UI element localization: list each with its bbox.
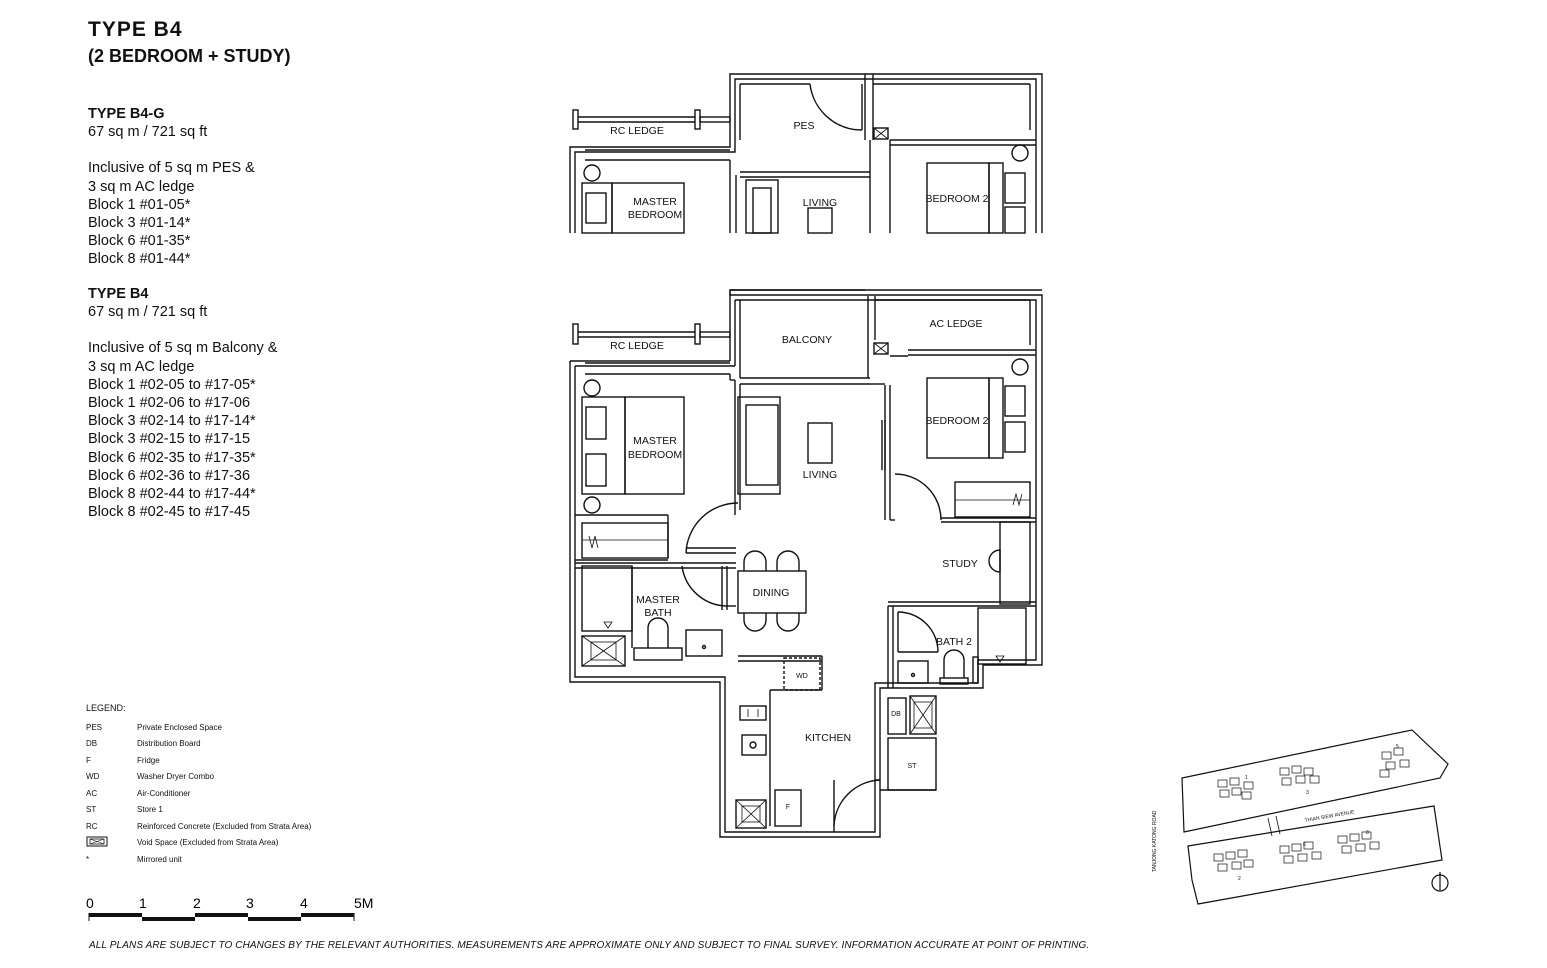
scale-tick-label: 1 <box>139 895 147 911</box>
room-label: DINING <box>753 587 790 599</box>
block-number: 1 <box>1245 775 1248 781</box>
site-plan: THIAN SIEW AVENUE TANJONG KATONG ROAD 1 … <box>1152 729 1449 905</box>
room-label: BATH 2 <box>936 636 972 648</box>
variant-line: Block 6 #01-35* <box>88 233 191 250</box>
room-label: KITCHEN <box>805 732 851 744</box>
scale-segment <box>248 917 301 921</box>
room-label: BEDROOM <box>628 449 682 461</box>
variant-line: Block 1 #01-05* <box>88 196 191 213</box>
variant-line: Block 3 #02-14 to #17-14* <box>88 413 256 430</box>
room-label: BEDROOM 2 <box>925 193 988 205</box>
scale-segment <box>301 913 354 917</box>
variant-line: Block 6 #02-36 to #17-36 <box>88 467 251 484</box>
legend-heading: LEGEND: <box>86 703 126 713</box>
page-subtitle: (2 BEDROOM + STUDY) <box>88 46 291 66</box>
room-label: F <box>786 804 790 811</box>
room-label: RC LEDGE <box>610 125 664 137</box>
room-label: RC LEDGE <box>610 340 664 352</box>
page-title: TYPE B4 <box>88 18 183 41</box>
scale-segment <box>89 913 142 917</box>
block-number: 3 <box>1306 790 1309 796</box>
disclaimer: ALL PLANS ARE SUBJECT TO CHANGES BY THE … <box>89 940 1090 951</box>
scale-tick-label: 2 <box>193 895 201 911</box>
variant-area: 67 sq m / 721 sq ft <box>88 304 208 321</box>
plan-b4g <box>569 73 1043 234</box>
room-label: STUDY <box>942 558 978 570</box>
room-label: WD <box>796 673 808 680</box>
variant-line: Block 3 #01-14* <box>88 215 191 232</box>
variant-line: Block 3 #02-15 to #17-15 <box>88 431 251 448</box>
legend-row: *Mirrored unit <box>86 854 182 864</box>
void-space-icon <box>86 836 108 847</box>
block-number: 6 <box>1303 842 1306 848</box>
room-label: MASTER <box>633 196 677 208</box>
room-label: ST <box>908 763 918 770</box>
block-number: 5 <box>1396 744 1399 750</box>
legend-row: Void Space (Excluded from Strata Area) <box>86 835 311 852</box>
road-label: THIAN SIEW AVENUE <box>1304 809 1355 824</box>
variant-b4: TYPE B4 67 sq m / 721 sq ft Inclusive of… <box>88 285 277 521</box>
variant-area: 67 sq m / 721 sq ft <box>88 124 208 141</box>
room-label: BALCONY <box>782 334 832 346</box>
room-label: AC LEDGE <box>929 318 982 330</box>
scale-bar: 0 1 2 3 4 5M <box>86 895 373 921</box>
scale-tick-label: 4 <box>300 895 308 911</box>
block-number: 2 <box>1238 876 1241 882</box>
variant-line: Block 8 #02-45 to #17-45 <box>88 504 251 521</box>
variant-line: Inclusive of 5 sq m Balcony & <box>88 340 278 357</box>
scale-segment <box>195 913 248 917</box>
variant-name: TYPE B4-G <box>88 106 165 122</box>
room-label: BATH <box>644 607 671 619</box>
scale-tick-label: 0 <box>86 895 94 911</box>
room-label: BEDROOM 2 <box>925 415 988 427</box>
road-label: TANJONG KATONG ROAD <box>1152 810 1158 872</box>
variant-line: Block 6 #02-35 to #17-35* <box>88 449 256 466</box>
variant-line: Block 1 #02-06 to #17-06 <box>88 395 251 412</box>
variant-name: TYPE B4 <box>88 286 149 302</box>
variant-line: Block 1 #02-05 to #17-05* <box>88 376 256 393</box>
variant-line: Block 8 #02-44 to #17-44* <box>88 486 256 503</box>
block-number: 8 <box>1366 830 1369 836</box>
variant-line: Inclusive of 5 sq m PES & <box>88 160 255 177</box>
room-label: LIVING <box>803 197 837 209</box>
variant-line: 3 sq m AC ledge <box>88 358 195 375</box>
variant-b4g: TYPE B4-G 67 sq m / 721 sq ft Inclusive … <box>88 105 255 269</box>
scale-tick-label: 5M <box>354 895 373 911</box>
room-label: MASTER <box>636 594 680 606</box>
plan-b4 <box>569 289 1043 838</box>
room-label: DB <box>891 711 901 718</box>
room-label: MASTER <box>633 435 677 447</box>
scale-segment <box>142 917 195 921</box>
room-label: BEDROOM <box>628 209 682 221</box>
room-label: LIVING <box>803 469 837 481</box>
room-label: PES <box>793 120 814 132</box>
variant-line: 3 sq m AC ledge <box>88 178 195 195</box>
scale-tick-label: 3 <box>246 895 254 911</box>
variant-line: Block 8 #01-44* <box>88 251 191 268</box>
